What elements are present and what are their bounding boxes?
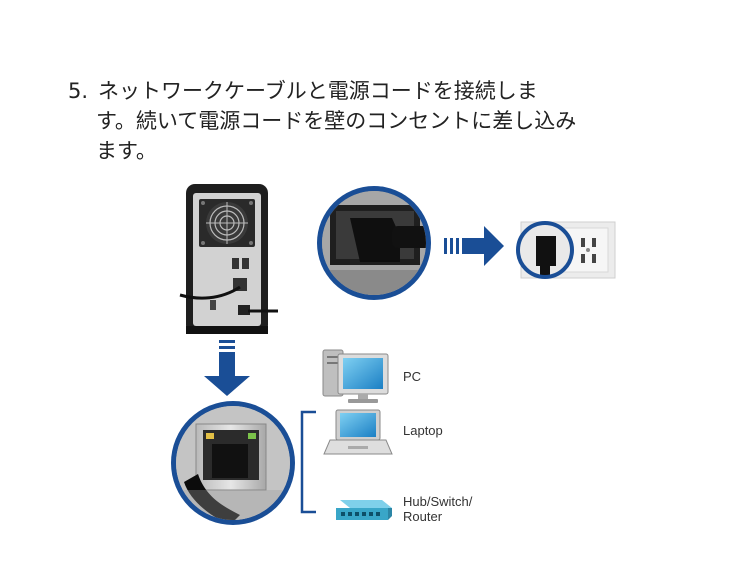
nas-device — [179, 184, 278, 334]
instruction-line-1: 5. ネットワークケーブルと電源コードを接続しま — [68, 76, 708, 106]
instruction-line-3: ます。 — [96, 139, 157, 163]
laptop-icon — [323, 409, 393, 455]
fan-grille — [199, 199, 255, 247]
lan-connector-zoom — [171, 401, 295, 525]
wall-outlet — [516, 221, 616, 279]
instruction-line-1-text: ネットワークケーブルと電源コードを接続しま — [98, 79, 538, 103]
step-number: 5. — [68, 79, 89, 103]
router-icon — [336, 500, 392, 520]
arrow-down-icon — [204, 340, 250, 396]
arrow-right-icon — [444, 226, 504, 266]
hub-label-line1: Hub/Switch/ — [403, 494, 473, 509]
instruction-text: 5. ネットワークケーブルと電源コードを接続しま す。続いて電源コードを壁のコンセ… — [68, 76, 708, 166]
instruction-line-2: す。続いて電源コードを壁のコンセントに差し込み — [96, 109, 577, 133]
power-connector-zoom — [317, 186, 431, 300]
hub-label-line2: Router — [403, 509, 443, 524]
pc-icon — [322, 349, 389, 403]
pc-label: PC — [403, 369, 422, 384]
connection-bracket — [300, 410, 316, 514]
laptop-label: Laptop — [403, 423, 443, 438]
